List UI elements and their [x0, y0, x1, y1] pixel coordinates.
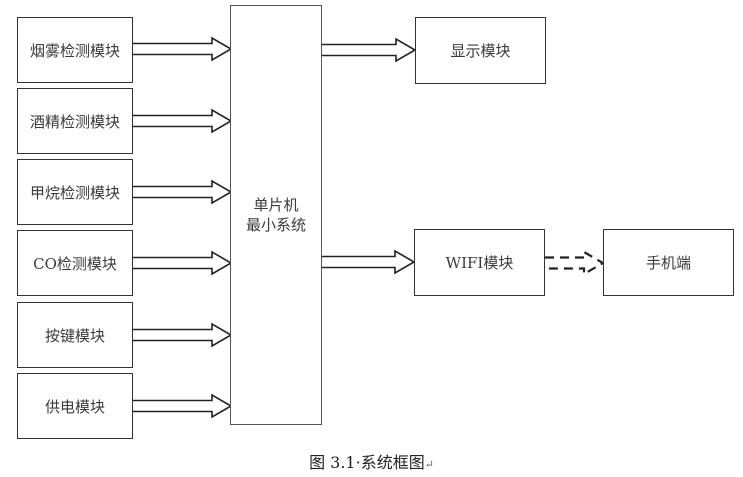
arrow-wifi-to-phone-dashed — [545, 250, 606, 276]
wifi-module-label: WIFI模块 — [445, 254, 514, 272]
paragraph-mark-icon: ↵ — [424, 458, 434, 471]
mcu-core-system: 单片机 最小系统 — [230, 5, 322, 425]
methane-sensor-label: 甲烷检测模块 — [29, 183, 120, 202]
wifi-module: WIFI模块 — [414, 229, 545, 296]
arrow-co-to-mcu — [133, 250, 233, 276]
display-module-label: 显示模块 — [450, 42, 511, 60]
power-module-label: 供电模块 — [44, 397, 105, 416]
phone-terminal: 手机端 — [603, 229, 734, 296]
arrow-smoke-to-mcu — [133, 36, 233, 62]
methane-sensor-module: 甲烷检测模块 — [17, 159, 133, 225]
alcohol-sensor-label: 酒精检测模块 — [29, 112, 120, 131]
figure-caption: 图 3.1·系统框图↵ — [0, 449, 743, 473]
smoke-sensor-module: 烟雾检测模块 — [17, 17, 133, 83]
phone-terminal-label: 手机端 — [645, 254, 691, 272]
arrow-mcu-to-display — [322, 37, 417, 63]
mcu-label-line2: 最小系统 — [245, 216, 306, 234]
smoke-sensor-label: 烟雾检测模块 — [29, 41, 120, 60]
co-sensor-module: CO检测模块 — [17, 230, 133, 296]
caption-text: 图 3.1·系统框图 — [309, 453, 425, 472]
arrow-mcu-to-wifi — [322, 249, 416, 275]
arrow-alcohol-to-mcu — [133, 108, 233, 134]
co-sensor-label: CO检测模块 — [33, 254, 117, 273]
display-module: 显示模块 — [415, 17, 546, 84]
mcu-label-line1: 单片机 — [253, 196, 299, 214]
key-module-label: 按键模块 — [44, 326, 105, 345]
power-module: 供电模块 — [17, 373, 133, 439]
arrow-key-to-mcu — [133, 322, 233, 348]
arrow-methane-to-mcu — [133, 179, 233, 205]
arrow-power-to-mcu — [133, 393, 233, 419]
alcohol-sensor-module: 酒精检测模块 — [17, 88, 133, 154]
key-module: 按键模块 — [17, 302, 133, 368]
